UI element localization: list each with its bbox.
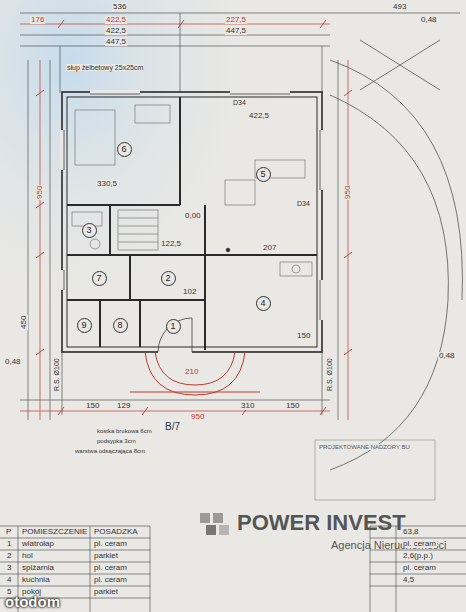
window-mark: D34 (232, 99, 247, 106)
table-cell: 1 (6, 540, 12, 548)
table-header: POSADZKA (93, 528, 139, 536)
table-cell: wiatrołap (21, 540, 55, 548)
note: warstwa odsączająca 8cm (74, 448, 146, 454)
dimension: 150 (296, 332, 311, 340)
table-cell: kuchnia (21, 576, 51, 584)
dimension: 422,5 (105, 16, 127, 24)
dimension: 447,5 (225, 27, 247, 35)
room-number: 2 (161, 271, 176, 286)
walls (62, 92, 322, 352)
openings (62, 92, 322, 352)
dimension-lines (20, 13, 460, 420)
table-cell: 2 (6, 552, 12, 560)
stamp-frame (315, 440, 435, 500)
dimension: 422,5 (248, 112, 270, 120)
room-area: 1 (142, 302, 204, 350)
note: kostka brukowa 6cm (96, 428, 153, 434)
dimension-ticks (36, 20, 352, 415)
room-area: 7 (70, 258, 128, 298)
note: podsypka 3cm (96, 438, 137, 444)
note: słup żelbetowy 25x25cm (66, 64, 144, 71)
room-number: 6 (117, 142, 132, 157)
dimension: 536 (112, 3, 127, 11)
dimension: 950 (36, 185, 44, 200)
room-number: 5 (256, 167, 271, 182)
watermark: POWER INVEST (236, 512, 407, 534)
dimension: 207 (262, 244, 277, 252)
dimension: 210 (184, 368, 199, 376)
stamp: PROJEKTOWANE NADZORY BU (318, 444, 411, 450)
table-cell: spiżarnia (21, 564, 55, 572)
room-number: 1 (166, 319, 181, 334)
dimension: 0,48 (4, 358, 22, 366)
table-cell: 4 (6, 576, 12, 584)
dimension: 227,5 (225, 16, 247, 24)
room-area: 8 (102, 302, 138, 348)
table-cell: parkiet (93, 552, 119, 560)
dimension: 493 (392, 3, 407, 11)
dimension: 150 (85, 402, 100, 410)
note: R.S. Ø100 (53, 357, 60, 392)
table-cell: pl. ceram (402, 540, 437, 548)
note: R.S. Ø100 (326, 357, 333, 392)
dimension: 176 (30, 16, 45, 24)
table-cell: pl. ceram (402, 564, 437, 572)
watermark-logo (200, 513, 229, 535)
dimension: 102 (182, 288, 197, 296)
table-cell: pl. ceram (93, 564, 128, 572)
table-cell: pl. ceram (93, 576, 128, 584)
table-cell: 4,5 (402, 576, 415, 584)
windows (64, 94, 320, 352)
driveway-outline (330, 40, 462, 470)
room-area: 9 (70, 302, 98, 348)
stairs-and-fittings (72, 105, 312, 276)
dimension: 0,48 (420, 16, 438, 24)
table-header: POMIESZCZENIE (21, 528, 88, 536)
table-cell: 3 (6, 564, 12, 572)
table-cell: pl. ceram (93, 540, 128, 548)
dimension: 422,5 (105, 27, 127, 35)
section-mark: B/7 (164, 422, 181, 432)
room-area: 6 (70, 96, 178, 203)
dimension: 150 (285, 402, 300, 410)
porch (130, 352, 260, 395)
dimension: 0,48 (438, 352, 456, 360)
dimension: 950 (344, 185, 352, 200)
dimension: 122,5 (160, 240, 182, 248)
site-watermark: otodom (4, 594, 61, 609)
dimension: 129 (116, 402, 131, 410)
level-mark: 0,00 (184, 212, 202, 220)
room-area: 3 (70, 208, 108, 253)
table-cell: 63,8 (402, 528, 420, 536)
table-grid (0, 526, 466, 612)
table-cell: hol (21, 552, 34, 560)
room-number: 8 (113, 318, 128, 333)
dimension: 447,5 (105, 38, 127, 46)
room-number: 4 (256, 296, 271, 311)
room-number: 7 (92, 271, 107, 286)
room-number: 3 (82, 223, 97, 238)
dimension: 330,5 (96, 180, 118, 188)
dimension: 950 (190, 413, 205, 421)
dimension: 450 (20, 315, 28, 330)
table-cell: parkiet (93, 588, 119, 596)
window-mark: D34 (296, 200, 311, 207)
room-number: 9 (77, 318, 92, 333)
table-cell: 2,6(p.p.) (402, 552, 434, 560)
table-header: P (5, 528, 12, 536)
dimension: 310 (240, 402, 255, 410)
